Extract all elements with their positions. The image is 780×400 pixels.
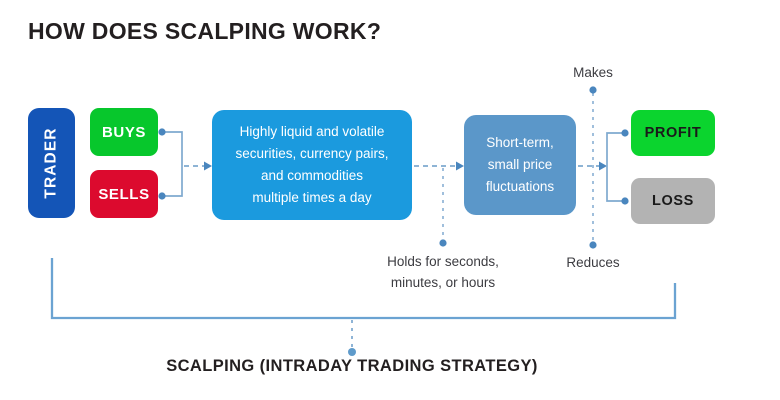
node-buys[interactable]: BUYS	[90, 108, 158, 156]
arrowhead-split	[599, 161, 607, 171]
node-liquid-securities[interactable]: Highly liquid and volatile securities, c…	[212, 110, 412, 220]
node-sells-label: SELLS	[98, 185, 150, 203]
node-short-term-label: Short-term, small price fluctuations	[485, 135, 555, 194]
arrowhead-short	[456, 161, 464, 171]
dot-holds	[439, 239, 447, 247]
dot-reduces	[589, 241, 597, 249]
page-title: HOW DOES SCALPING WORK?	[28, 18, 382, 44]
node-short-term[interactable]: Short-term, small price fluctuations	[464, 115, 576, 215]
summary-bracket	[50, 258, 677, 320]
split-dot-profit	[621, 129, 629, 137]
merge-dot-sells	[158, 192, 166, 200]
node-trader-label: TRADER	[42, 127, 60, 199]
annotation-holds: Holds for seconds, minutes, or hours	[387, 254, 499, 290]
split-bracket	[606, 132, 625, 202]
split-dot-loss	[621, 197, 629, 205]
node-profit[interactable]: PROFIT	[631, 110, 715, 156]
annotation-makes: Makes	[573, 65, 613, 80]
annotation-reduces: Reduces	[566, 255, 620, 270]
node-profit-label: PROFIT	[644, 125, 702, 141]
merge-bracket	[162, 131, 183, 197]
node-loss-label: LOSS	[652, 193, 694, 209]
node-liquid-securities-label: Highly liquid and volatile securities, c…	[235, 124, 389, 205]
dot-footer	[348, 348, 356, 356]
footer-label: SCALPING (INTRADAY TRADING STRATEGY)	[166, 357, 538, 375]
node-loss[interactable]: LOSS	[631, 178, 715, 224]
merge-dot-buys	[158, 128, 166, 136]
node-buys-label: BUYS	[101, 123, 147, 141]
arrowhead-liquid	[204, 161, 212, 171]
node-sells[interactable]: SELLS	[90, 170, 158, 218]
node-trader[interactable]: TRADER	[28, 108, 75, 218]
dot-makes	[589, 86, 597, 94]
